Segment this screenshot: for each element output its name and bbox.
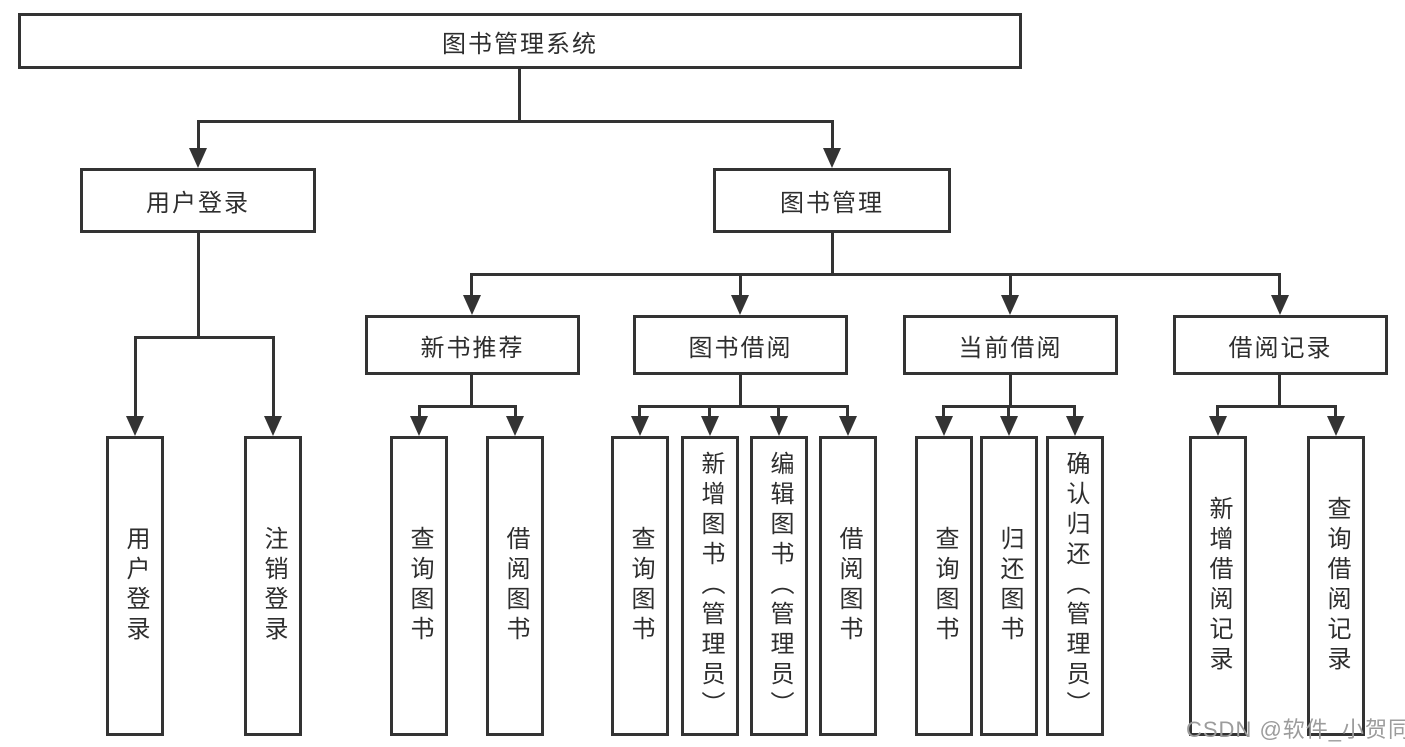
leaf-query-borrow-record-label: 查询借阅记录 (1323, 496, 1350, 676)
connector-br-add-shaft (1216, 405, 1219, 418)
leaf-edit-books-admin: 编辑图书（管理员） (750, 436, 808, 736)
connector-cb-return-shaft (1007, 405, 1010, 418)
arrow-nb-borrow (506, 416, 524, 436)
connector-cb-query-shaft (942, 405, 945, 418)
arrow-user-login (189, 148, 207, 168)
arrow-new-book (463, 295, 481, 315)
connector-book-borrow-rail (638, 405, 849, 408)
leaf-confirm-return-admin-label: 确认归还（管理员） (1062, 451, 1089, 721)
leaf-query-borrow-record: 查询借阅记录 (1307, 436, 1365, 736)
leaf-borrow-books-recommend: 借阅图书 (486, 436, 544, 736)
arrow-nb-query (410, 416, 428, 436)
leaf-borrow-books-borrow-label: 借阅图书 (835, 526, 862, 646)
leaf-return-books: 归还图书 (980, 436, 1038, 736)
connector-user-login-shaft (197, 120, 200, 150)
arrow-cb-confirm (1066, 416, 1084, 436)
connector-level2-rail (197, 120, 834, 123)
arrow-cb-query (935, 416, 953, 436)
node-borrow-records-label: 借阅记录 (1228, 334, 1333, 362)
connector-nb-query-shaft (418, 405, 421, 418)
connector-bb-borrow-shaft (846, 405, 849, 418)
connector-current-borrow-shaft (1009, 273, 1012, 298)
node-book-borrow: 图书借阅 (633, 315, 848, 375)
watermark: CSDN @软件_小贺同学 (1186, 717, 1405, 742)
connector-borrow-records-shaft (1278, 273, 1281, 298)
leaf-add-books-admin: 新增图书（管理员） (681, 436, 739, 736)
connector-bb-add-shaft (708, 405, 711, 418)
arrow-cb-return (1000, 416, 1018, 436)
arrow-bb-edit (770, 416, 788, 436)
arrow-current-borrow (1001, 295, 1019, 315)
connector-user-login-drop (197, 233, 200, 336)
connector-book-mgmt-shaft (831, 120, 834, 150)
connector-leaf-logout-shaft (272, 336, 275, 418)
leaf-edit-books-admin-label: 编辑图书（管理员） (766, 451, 793, 721)
connector-borrow-records-drop (1278, 375, 1281, 405)
node-root-label: 图书管理系统 (442, 30, 598, 58)
leaf-user-login: 用户登录 (106, 436, 164, 736)
connector-bb-edit-shaft (777, 405, 780, 418)
connector-bb-query-shaft (638, 405, 641, 418)
leaf-add-books-admin-label: 新增图书（管理员） (697, 451, 724, 721)
connector-user-login-rail (134, 336, 275, 339)
connector-book-borrow-shaft (739, 273, 742, 298)
connector-new-book-drop (470, 375, 473, 405)
arrow-bb-add (701, 416, 719, 436)
connector-borrow-records-rail (1216, 405, 1337, 408)
arrow-br-query (1327, 416, 1345, 436)
leaf-confirm-return-admin: 确认归还（管理员） (1046, 436, 1104, 736)
leaf-logout: 注销登录 (244, 436, 302, 736)
leaf-query-books-current: 查询图书 (915, 436, 973, 736)
node-new-book-recommend: 新书推荐 (365, 315, 580, 375)
arrow-bb-borrow (839, 416, 857, 436)
arrow-bb-query (631, 416, 649, 436)
arrow-book-borrow (731, 295, 749, 315)
connector-leaf-login-shaft (134, 336, 137, 418)
arrow-leaf-login (126, 416, 144, 436)
leaf-query-books-borrow-label: 查询图书 (627, 526, 654, 646)
connector-book-borrow-drop (739, 375, 742, 405)
connector-current-borrow-drop (1009, 375, 1012, 405)
leaf-borrow-books-recommend-label: 借阅图书 (502, 526, 529, 646)
node-book-management-label: 图书管理 (780, 190, 884, 217)
leaf-query-books-borrow: 查询图书 (611, 436, 669, 736)
leaf-return-books-label: 归还图书 (996, 526, 1023, 646)
node-book-borrow-label: 图书借阅 (688, 334, 793, 362)
node-current-borrow: 当前借阅 (903, 315, 1118, 375)
connector-root-drop (518, 69, 521, 120)
leaf-logout-label: 注销登录 (260, 526, 287, 646)
node-new-book-recommend-label: 新书推荐 (420, 334, 525, 362)
connector-level3-rail (470, 273, 1281, 276)
arrow-book-mgmt (823, 148, 841, 168)
arrow-borrow-records (1271, 295, 1289, 315)
node-book-management: 图书管理 (713, 168, 951, 233)
node-current-borrow-label: 当前借阅 (958, 334, 1063, 362)
leaf-query-books-current-label: 查询图书 (931, 526, 958, 646)
connector-new-book-rail (418, 405, 517, 408)
node-user-login: 用户登录 (80, 168, 316, 233)
leaf-query-books-recommend: 查询图书 (390, 436, 448, 736)
arrow-leaf-logout (264, 416, 282, 436)
leaf-add-borrow-record-label: 新增借阅记录 (1205, 496, 1232, 676)
leaf-borrow-books-borrow: 借阅图书 (819, 436, 877, 736)
connector-br-query-shaft (1334, 405, 1337, 418)
connector-book-mgmt-drop (831, 233, 834, 273)
leaf-query-books-recommend-label: 查询图书 (406, 526, 433, 646)
node-user-login-label: 用户登录 (146, 190, 250, 217)
arrow-br-add (1209, 416, 1227, 436)
connector-nb-borrow-shaft (514, 405, 517, 418)
leaf-user-login-label: 用户登录 (122, 526, 149, 646)
connector-cb-confirm-shaft (1073, 405, 1076, 418)
connector-new-book-shaft (470, 273, 473, 298)
node-borrow-records: 借阅记录 (1173, 315, 1388, 375)
leaf-add-borrow-record: 新增借阅记录 (1189, 436, 1247, 736)
node-root: 图书管理系统 (18, 13, 1022, 69)
